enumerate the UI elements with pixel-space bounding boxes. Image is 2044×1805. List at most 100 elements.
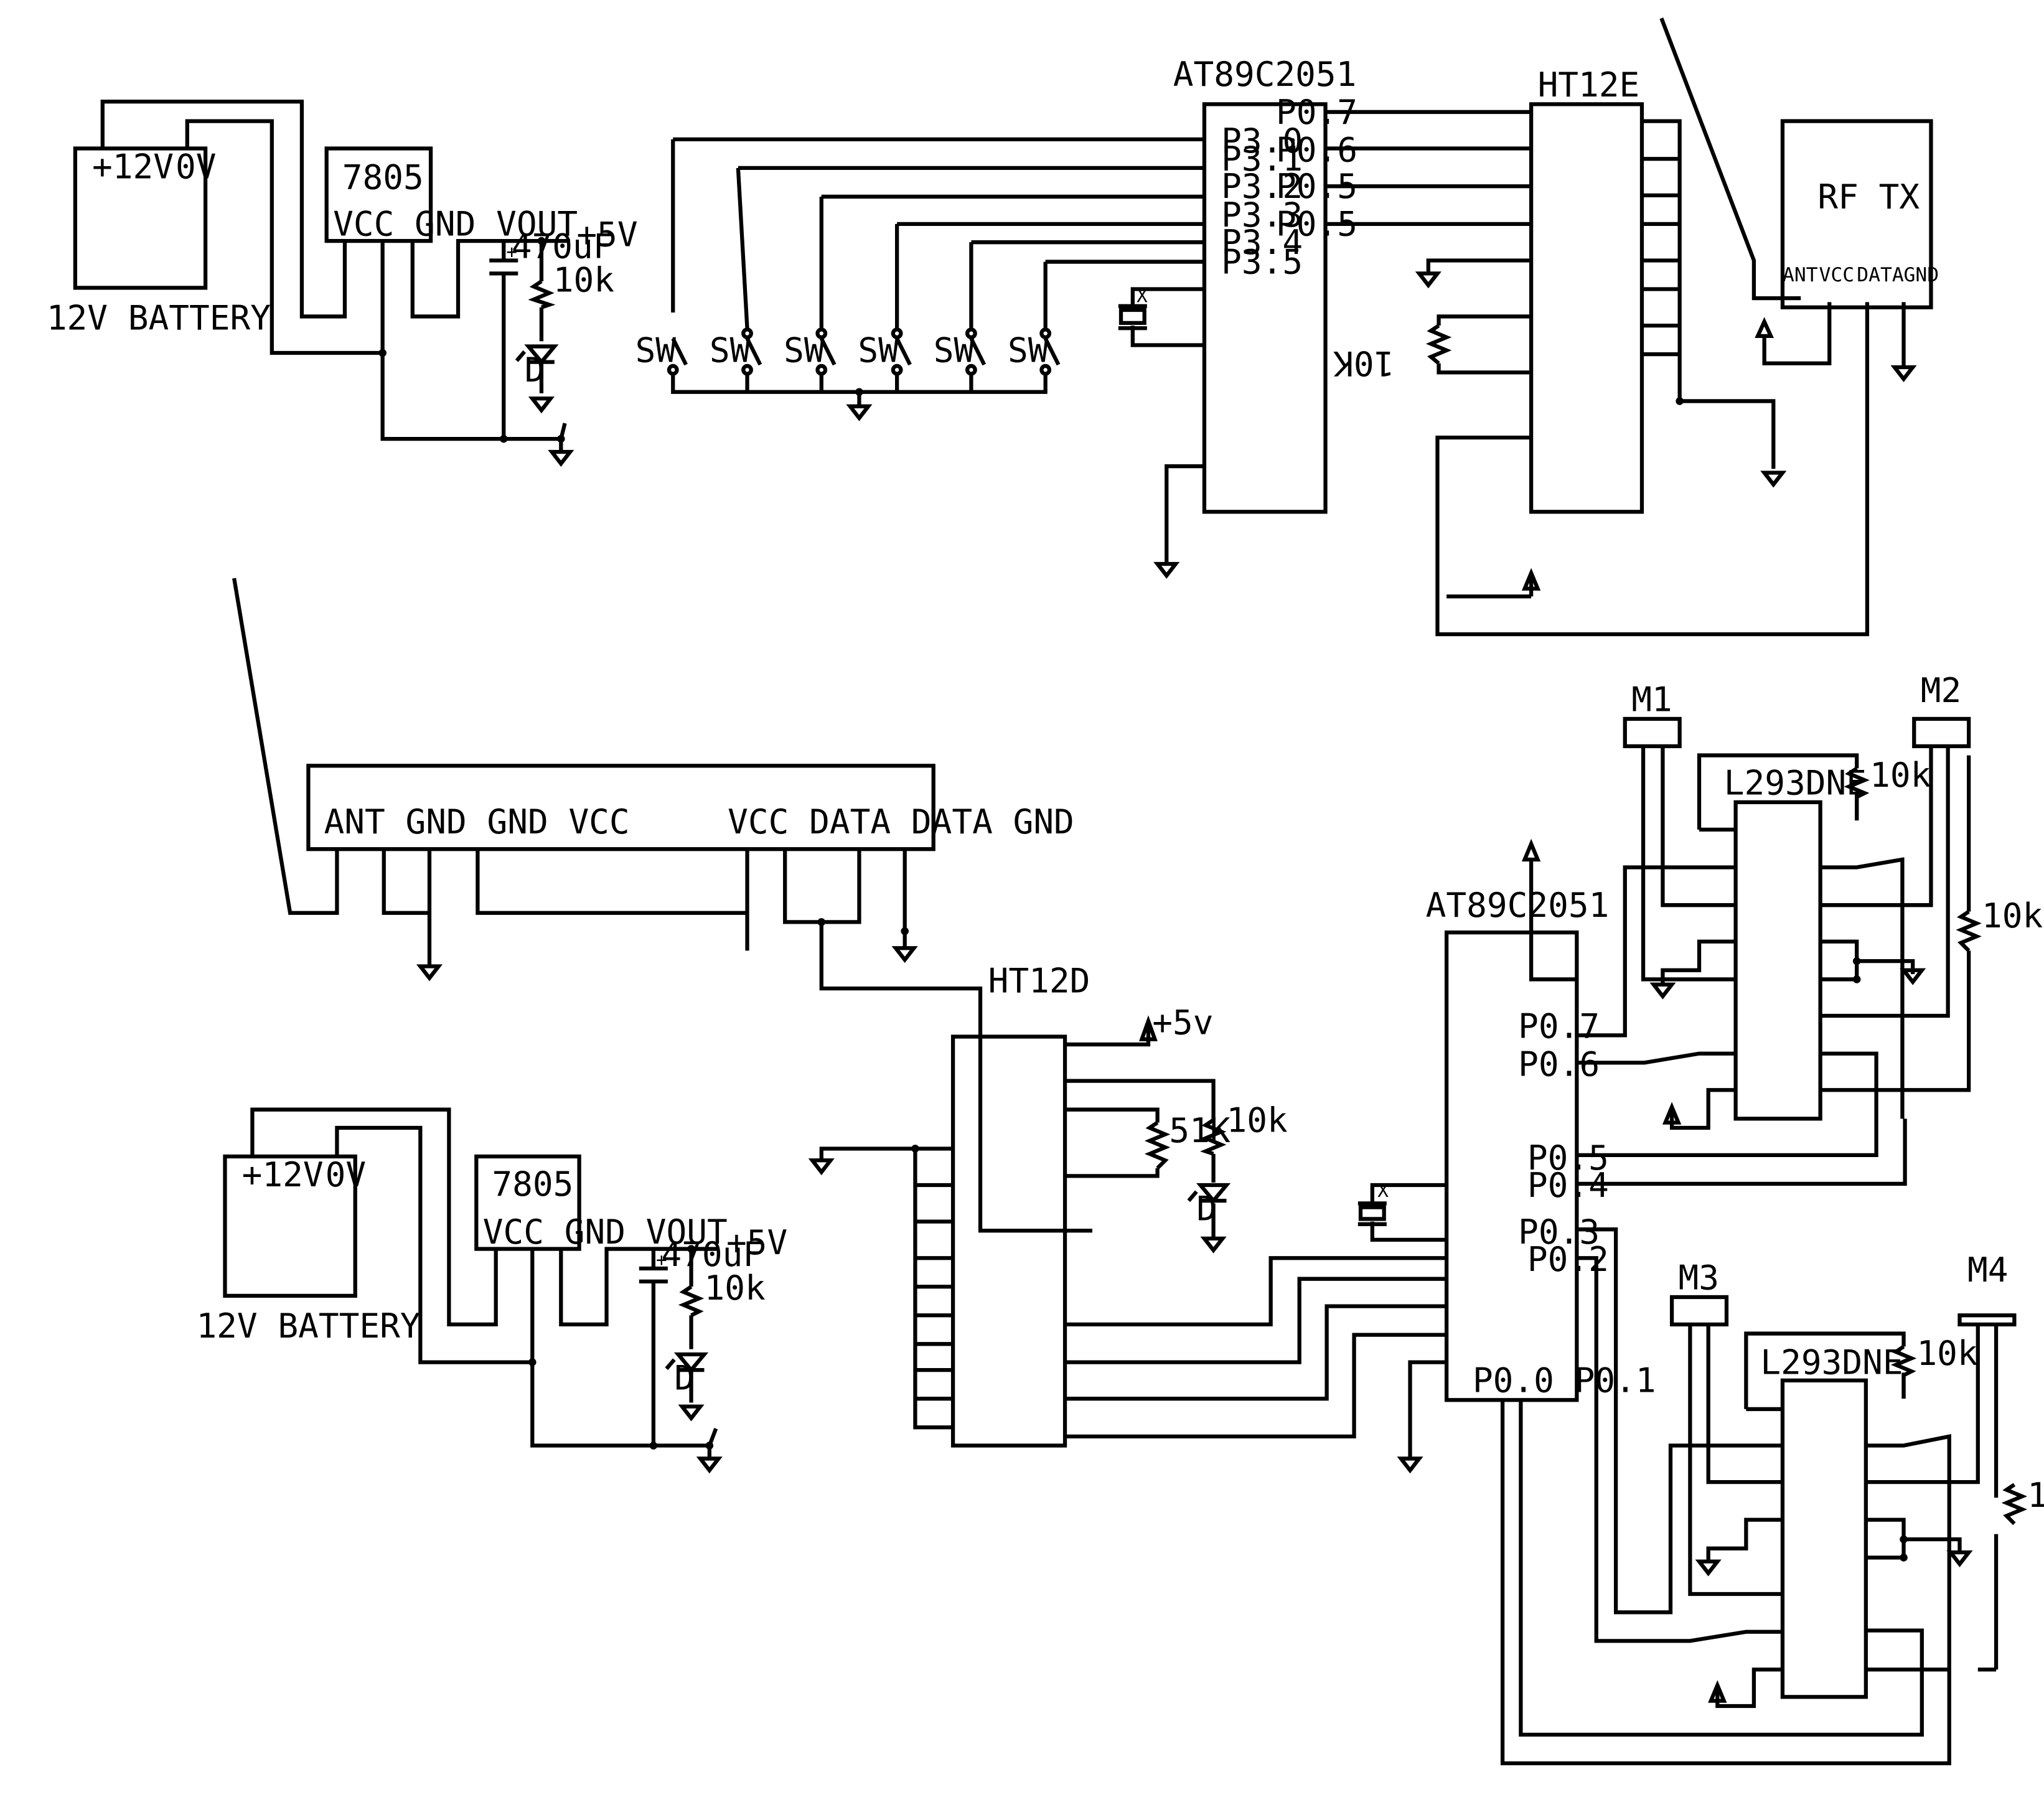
tx-led-label: D [525, 350, 545, 390]
rx-driver-1-label: L293DNE [1724, 763, 1867, 802]
rx-decoder-osc-resistor [1144, 1120, 1171, 1170]
rx-rf-module: ANT GND GND VCC VCC DATA DATA GND [306, 764, 1074, 851]
tx-rf-pin-data: DATA [1857, 264, 1904, 286]
rx-decoder-led-resistor [1200, 1118, 1227, 1156]
rx-pin-p03: P0.3 [1518, 1212, 1600, 1252]
rx-rf-pins-left: ANT GND GND VCC [324, 802, 629, 842]
rx-ground-2 [696, 1456, 723, 1474]
tx-led-resistor [528, 279, 556, 309]
tx-sw-2: SW [710, 331, 751, 370]
tx-rf-pin-gnd: GND [1904, 264, 1939, 286]
rx-driver-2-resistor-b-label: 10 [2027, 1476, 2044, 1515]
tx-encoder-ground [1760, 471, 1787, 488]
tx-sw-1: SW [635, 331, 677, 370]
tx-capacitor [489, 258, 518, 276]
rx-driver-1-resistor-b [1956, 910, 1982, 952]
rx-rf-pins-right: VCC DATA DATA GND [728, 802, 1074, 842]
rx-pin-p05: P0.5 [1527, 1138, 1609, 1178]
rx-capacitor-label: 470uF [661, 1235, 763, 1274]
tx-pin-p31: P3.1 [1221, 139, 1303, 179]
rx-power-wires [250, 1107, 719, 1459]
tx-pin-p32: P3.2 [1221, 167, 1303, 206]
tx-pin-p34: P3.4 [1221, 223, 1303, 262]
tx-ground-2 [548, 449, 574, 467]
rx-mcu-label: AT89C2051 [1426, 886, 1610, 925]
rx-motor-1: M1 [1623, 680, 1682, 749]
rx-motor-3: M3 [1669, 1258, 1729, 1327]
transmitter-section: +12V 0V 12V BATTERY 7805 VCC GND VOUT + … [47, 17, 1939, 637]
rx-mcu: AT89C2051 P0.7 P0.6 P0.5 P0.4 P0.3 P0.2 … [1426, 886, 1656, 1402]
rx-battery-neg-label: 0V [326, 1155, 367, 1194]
rx-ground-1 [678, 1404, 705, 1422]
tx-rf-label: RF TX [1817, 177, 1920, 217]
tx-rf-module: RF TX ANT VCC DATA GND [1780, 119, 1939, 309]
rx-decoder-led [1187, 1183, 1231, 1204]
rx-motor-4-label: M4 [1967, 1250, 2009, 1290]
tx-crystal [1118, 287, 1204, 347]
rx-decoder-led-label: D [1196, 1189, 1217, 1229]
rx-driver-2-resistor-a [1890, 1344, 1917, 1399]
rx-capacitor [639, 1266, 668, 1284]
rx-driver-2-resistor-b [2001, 1483, 2028, 1526]
tx-capacitor-label: 470uF [512, 227, 614, 266]
tx-mcu-label: AT89C2051 [1173, 55, 1357, 94]
rx-driver-2: L293DNE [1760, 1343, 1903, 1699]
rx-rf-wires [232, 578, 1092, 1233]
tx-pin-p30: P3.0 [1221, 121, 1303, 161]
rx-led-resistor-label: 10k [704, 1268, 765, 1308]
rx-decoder: HT12D [950, 961, 1090, 1448]
tx-regulator: 7805 VCC GND VOUT [324, 146, 578, 244]
rx-motor-2-label: M2 [1921, 671, 1962, 710]
tx-encoder: HT12E [1529, 65, 1644, 514]
rx-pin-p07: P0.7 [1518, 1007, 1600, 1046]
tx-switches: SW SW SW SW SW SW [635, 327, 1061, 376]
tx-encoder-label: HT12E [1538, 65, 1640, 105]
tx-data-lines [1325, 110, 1532, 227]
tx-battery-name: 12V BATTERY [47, 298, 271, 337]
tx-encoder-wires [1415, 119, 1870, 637]
rx-motor-1-label: M1 [1631, 680, 1672, 719]
rx-driver-2-label: L293DNE [1760, 1343, 1903, 1382]
rx-driver-1-resistor-b-label: 10k [1982, 896, 2043, 935]
tx-sw-6: SW [1008, 331, 1049, 370]
tx-regulator-label: 7805 [342, 157, 424, 197]
tx-battery-neg-label: 0V [176, 148, 217, 187]
rx-pin-p00-p01: P0.0 P0.1 [1473, 1361, 1656, 1400]
rx-regulator-pins: VCC GND VOUT [483, 1212, 728, 1252]
tx-encoder-osc-resistor [1425, 324, 1452, 365]
rx-battery-name: 12V BATTERY [196, 1306, 420, 1346]
tx-switch-ground [846, 404, 873, 421]
tx-rf-wires [1659, 17, 1917, 382]
tx-5v-label: +5V [576, 215, 637, 254]
rx-driver-1-wires [1577, 746, 1971, 1186]
rx-led-label: D [674, 1359, 695, 1398]
rx-driver-1: L293DNE [1724, 763, 1867, 1121]
rx-regulator-label: 7805 [492, 1165, 573, 1204]
rx-driver-1-resistor-a [1844, 766, 1870, 821]
rx-regulator: 7805 VCC GND VOUT [474, 1154, 728, 1252]
rx-decoder-led-resistor-label: 10k [1226, 1100, 1287, 1140]
tx-led [515, 344, 559, 365]
rx-mcu-wires [1357, 838, 1577, 1474]
rx-decoder-wires [808, 1015, 1447, 1439]
tx-encoder-osc-label: 10K [1333, 344, 1394, 383]
rx-driver-1-resistor-a-label: 10k [1870, 756, 1931, 795]
rx-decoder-ground [1200, 1236, 1227, 1254]
tx-ground-1 [528, 396, 555, 414]
rx-motor-3-label: M3 [1679, 1258, 1720, 1297]
tx-rf-pin-vcc: VCC [1819, 264, 1855, 286]
tx-power-wires [100, 100, 570, 452]
tx-regulator-pins: VCC GND VOUT [333, 205, 578, 244]
rx-led [665, 1352, 709, 1374]
tx-battery-pos-label: +12V [92, 148, 174, 187]
tx-sw-5: SW [934, 331, 975, 370]
svg-text:+: + [656, 1249, 667, 1270]
rx-motor-2: M2 [1912, 671, 1971, 749]
rx-driver-2-resistor-a-label: 10k [1916, 1334, 1977, 1373]
rx-decoder-5v-label: +5v [1152, 1003, 1213, 1042]
tx-sw-3: SW [784, 331, 825, 370]
rx-battery: +12V 0V 12V BATTERY [196, 1154, 421, 1346]
rx-led-resistor [678, 1285, 705, 1318]
tx-rf-pin-ant: ANT [1783, 264, 1818, 286]
